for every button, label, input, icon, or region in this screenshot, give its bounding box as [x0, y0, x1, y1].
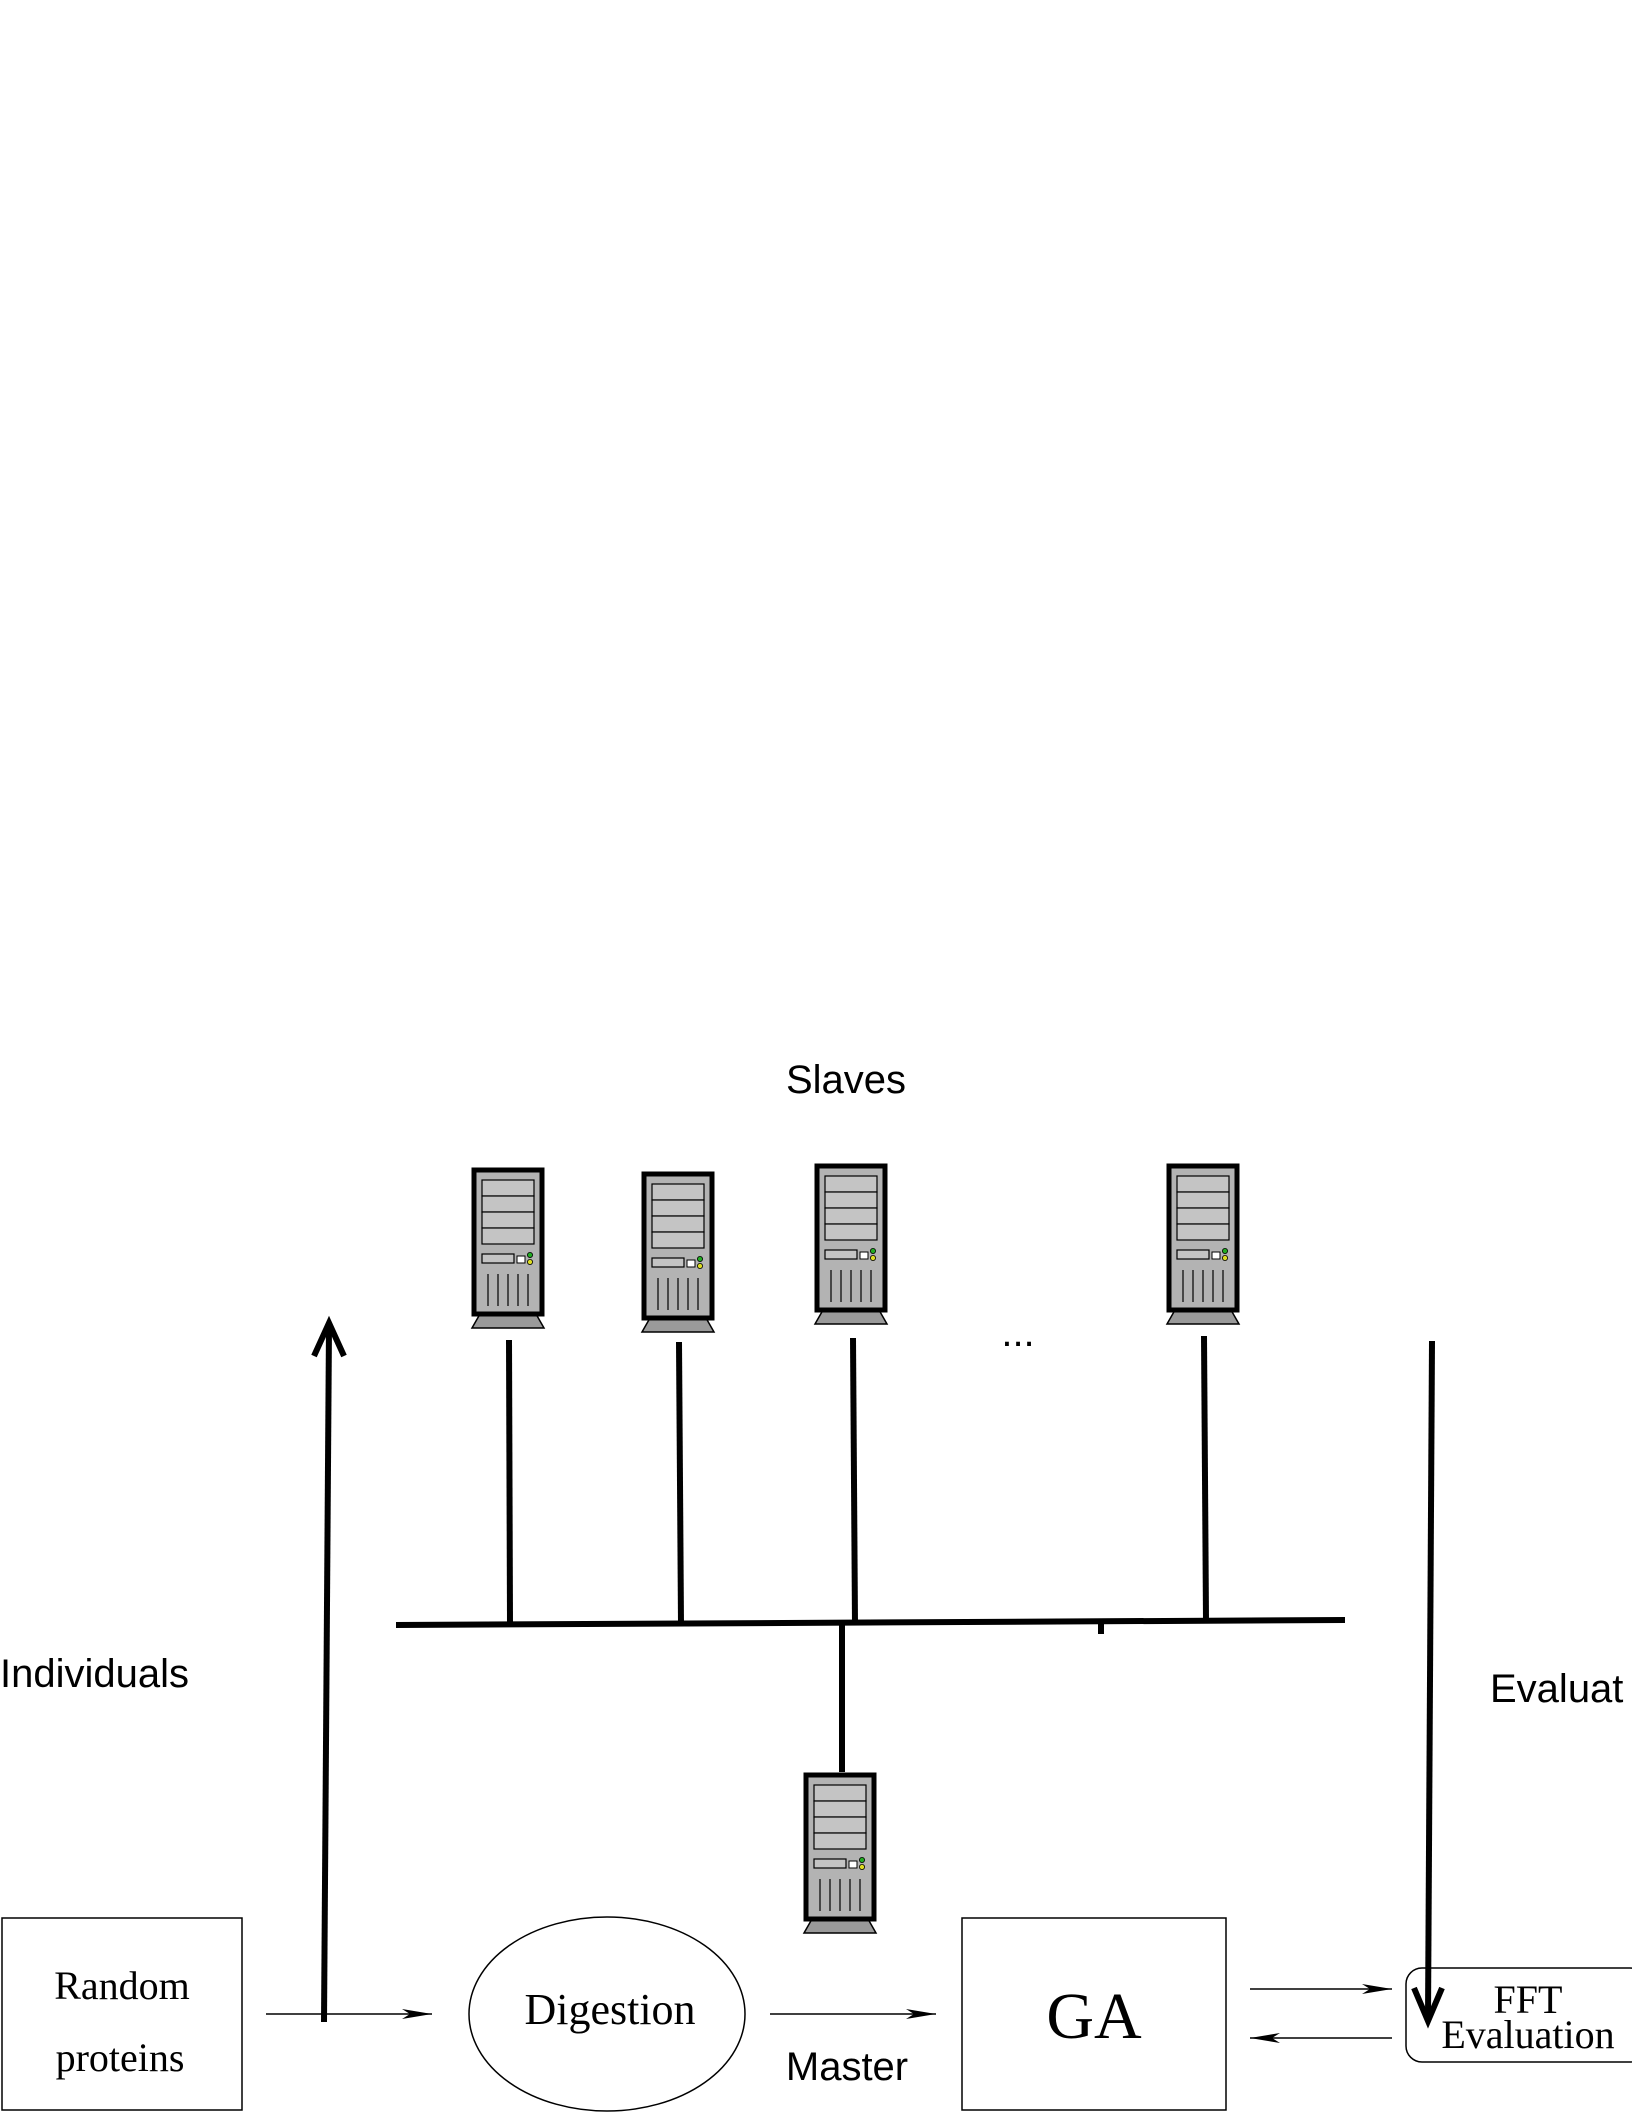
master-server-icon — [804, 1775, 876, 1933]
slave-server-4-icon — [1167, 1166, 1239, 1324]
slaves-label: Slaves — [786, 1058, 906, 1102]
network-bus — [395, 1617, 1346, 1628]
random-proteins-label-line1: Random — [54, 1963, 190, 2008]
evaluations-arrowhead — [1411, 1986, 1445, 2029]
fft-label-line2: Evaluation — [1441, 2012, 1614, 2057]
individuals-arrow — [321, 1325, 332, 2023]
random-proteins-box — [1, 1917, 243, 2111]
master-label: Master — [786, 2045, 908, 2089]
slave-server-3-icon — [815, 1166, 887, 1324]
ga-label: GA — [1046, 1980, 1142, 2053]
fft-evaluation-box — [1405, 1967, 1632, 2063]
evaluations-label: Evaluat — [1490, 1667, 1623, 1711]
digestion-node — [468, 1916, 746, 2112]
slave-1-link — [506, 1339, 513, 1625]
more-slaves-ellipsis: ... — [1001, 1311, 1034, 1355]
slave-server-1-icon — [472, 1170, 544, 1328]
slave-3-link — [850, 1337, 858, 1625]
slave-2-link — [676, 1341, 684, 1625]
digestion-label: Digestion — [524, 1985, 695, 2034]
ga-box — [961, 1917, 1227, 2111]
evaluations-arrow — [1425, 1340, 1435, 2019]
slave-server-2-icon — [642, 1174, 714, 1332]
random-proteins-label-line2: proteins — [56, 2035, 185, 2080]
individuals-label: Individuals — [0, 1652, 189, 1696]
fft-label-line1: FFT — [1494, 1977, 1563, 2022]
individuals-arrowhead — [311, 1315, 347, 1358]
slave-4-link — [1201, 1335, 1209, 1621]
